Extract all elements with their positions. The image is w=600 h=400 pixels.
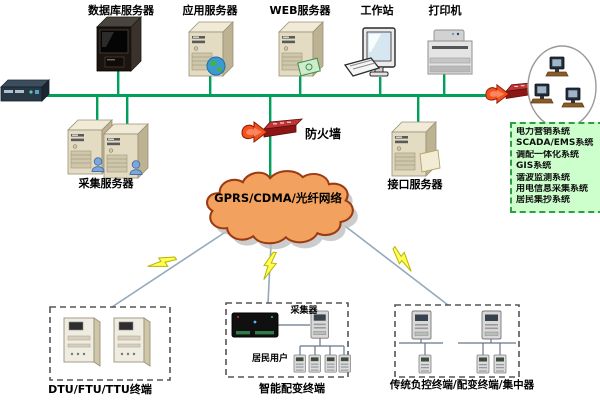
label-collector: 采集器 [290,306,318,316]
system-item: GIS系统 [516,161,552,172]
network-cloud [206,170,358,250]
lightning-bolt-icon [387,245,419,273]
dtu-device-icon [231,312,279,338]
smart-terminal-box [225,302,351,378]
network-bus [46,71,488,185]
label-collection-server: 采集服务器 [78,177,134,190]
label-cloud: GPRS/CDMA/光纤网络 [214,191,342,205]
label-interface-server: 接口服务器 [387,178,443,191]
meter-cabinet-icon [113,317,151,367]
system-item: 居民集抄系统 [516,195,571,206]
external-systems-group-icon [527,45,597,129]
cloud-links [111,225,449,308]
label-dtu-terminals: DTU/FTU/TTU终端 [48,383,152,396]
label-printer: 打印机 [428,4,462,17]
load-control-terminal-icon [411,310,432,340]
resident-meter-icon [418,354,432,374]
system-item: 电力营销系统 [516,127,571,137]
link-right [344,225,449,306]
system-item: 用电信息采集系统 [516,184,589,195]
system-item: SCADA/EMS系统 [516,138,594,149]
resident-meter-icon [293,354,306,373]
workstation-icon [343,27,396,77]
label-firewall: 防火墙 [305,127,342,141]
meter-cabinet-icon [63,317,101,367]
label-web-server: WEB服务器 [269,4,331,17]
lightning-bolt-icon [146,249,178,277]
link-left [111,230,228,308]
user-icon [129,160,143,175]
link-middle [267,243,272,304]
system-item: 调配一体化系统 [516,149,580,160]
resident-meter-icon [493,354,507,374]
resident-meter-icon [308,354,321,373]
system-item: 谐波监测系统 [516,172,571,183]
banknote-icon [297,57,321,77]
label-traditional-terminals: 传统负控终端/配变终端/集中器 [389,379,535,391]
resident-meter-icon [476,354,490,374]
collection-server-icon [67,119,149,179]
database-server-icon [96,16,142,72]
globe-icon [206,56,226,76]
label-workstation: 工作站 [360,4,394,17]
resident-meter-icon [324,354,337,373]
label-residents: 居民用户 [251,354,289,364]
label-database-server: 数据库服务器 [88,4,154,17]
label-smart-terminal: 智能配变终端 [259,382,325,395]
printer-icon [427,29,473,75]
label-application-server: 应用服务器 [182,4,238,17]
user-icon [91,157,105,172]
dtu-terminal-box [49,306,171,381]
external-systems-list: 电力营销系统 SCADA/EMS系统 调配一体化系统 GIS系统 谐波监测系统 … [510,122,600,213]
traditional-terminal-box [394,304,520,378]
load-control-terminal-icon [481,310,502,340]
resident-meter-icon [338,354,351,373]
interface-server-icon [391,121,441,177]
firewall-icon [241,118,303,143]
switch-icon [0,79,50,102]
